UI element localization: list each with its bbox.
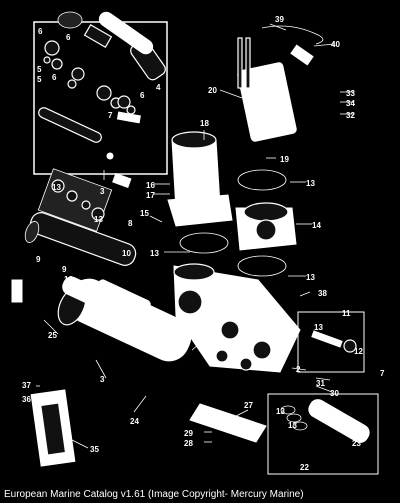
callout-numbers: 39 40 20 21 33 34 32 19 13 14 13 13 18 1…: [22, 15, 385, 472]
callout-7: 7: [108, 111, 113, 120]
callout-8: 8: [128, 219, 133, 228]
pump-assembly: [235, 202, 297, 251]
mounting-bracket: [30, 389, 76, 467]
callout-33: 33: [346, 89, 355, 98]
callout-17: 17: [146, 191, 155, 200]
callout-27: 27: [244, 401, 253, 410]
callout-35: 35: [90, 445, 99, 454]
callout-36: 36: [22, 395, 31, 404]
callout-13-cylinder: 13: [64, 275, 73, 284]
catalog-caption: European Marine Catalog v1.61 (Image Cop…: [4, 489, 304, 500]
wire-harness: [261, 25, 324, 45]
callout-14: 14: [312, 221, 321, 230]
callout-24: 24: [130, 417, 139, 426]
callout-28: 28: [184, 439, 193, 448]
callout-6-inset-d: 6: [140, 91, 145, 100]
o-ring-upper: [237, 169, 287, 191]
callout-1: 1: [182, 343, 187, 352]
manual-release-valve: [297, 311, 365, 373]
callout-22: 22: [300, 463, 309, 472]
callout-6-inset-b: 6: [66, 33, 71, 42]
manifold-body: [173, 263, 301, 373]
callout-2: 2: [296, 365, 301, 374]
anode-strip: [189, 403, 267, 443]
callout-19: 19: [280, 155, 289, 164]
callout-9-upper: 9: [36, 255, 41, 264]
callout-39: 39: [275, 15, 284, 24]
callout-13-pump-bottom: 13: [306, 273, 315, 282]
callout-3-upper: 3: [100, 187, 105, 196]
trim-cylinder-lower: [57, 276, 192, 362]
callout-13-valve-b: 13: [94, 215, 103, 224]
callout-4: 4: [156, 83, 161, 92]
grease-tube: [11, 279, 23, 303]
callout-9-lower: 9: [62, 265, 67, 274]
seal-kit-inset: [33, 11, 168, 175]
callout-16: 16: [146, 181, 155, 190]
callout-7-rod: 7: [380, 369, 385, 378]
pump-motor: [237, 37, 297, 142]
callout-26: 26: [144, 323, 153, 332]
leader-lines: [36, 23, 354, 449]
callout-18: 18: [200, 119, 209, 128]
callout-40: 40: [331, 40, 340, 49]
callout-13-valve-a: 13: [52, 183, 61, 192]
piston-rod-kit: [267, 393, 379, 475]
callout-5-inset-a: 5: [37, 65, 42, 74]
callout-29: 29: [184, 429, 193, 438]
pump-reservoir: [167, 131, 233, 227]
callout-30: 30: [330, 389, 339, 398]
callout-37: 37: [22, 381, 31, 390]
callout-6-inset-c: 6: [52, 73, 57, 82]
callout-13-rod-a: 13: [276, 407, 285, 416]
callout-21: 21: [282, 126, 291, 135]
callout-10: 10: [122, 249, 131, 258]
callout-38: 38: [318, 289, 327, 298]
callout-6-inset-a: 6: [38, 27, 43, 36]
callout-13-reservoir: 13: [150, 249, 159, 258]
callout-15: 15: [140, 209, 149, 218]
callout-23: 23: [352, 439, 361, 448]
callout-11: 11: [342, 309, 351, 318]
callout-25: 25: [48, 331, 57, 340]
callout-5-inset-b: 5: [37, 75, 42, 84]
callout-31: 31: [316, 379, 325, 388]
valve-parts-group-left: [37, 168, 132, 232]
callout-3-lower: 3: [100, 375, 105, 384]
callout-13-rod-b: 13: [288, 421, 297, 430]
callout-20: 20: [208, 86, 217, 95]
callout-12: 12: [354, 347, 363, 356]
o-ring-lower: [237, 255, 287, 277]
o-ring-middle: [179, 232, 229, 254]
callout-13-release: 13: [314, 323, 323, 332]
callout-34: 34: [346, 99, 355, 108]
fuse-holder: [290, 44, 314, 66]
trim-cylinder-upper: [24, 212, 137, 266]
callout-13-pump-top: 13: [306, 179, 315, 188]
callout-32: 32: [346, 111, 355, 120]
